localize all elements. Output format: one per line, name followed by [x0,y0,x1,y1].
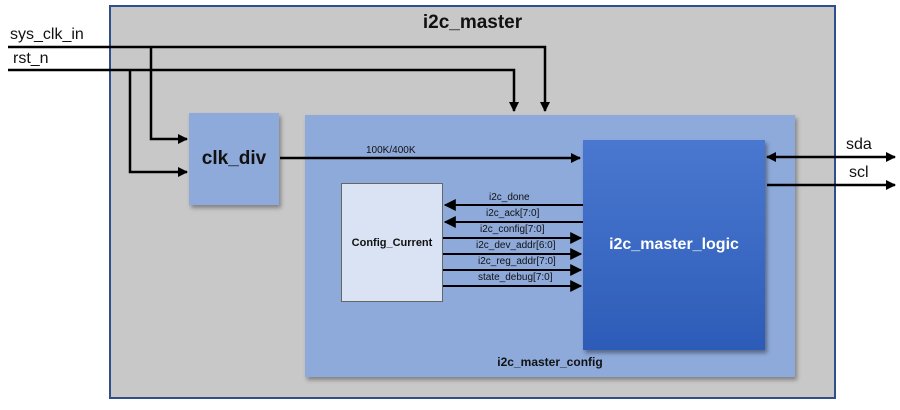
signal-label: i2c_reg_addr[7:0] [478,256,556,267]
rst-n-label: rst_n [13,50,49,67]
clk-to-clkdiv-wire [149,47,188,144]
module-title: i2c_master [422,12,523,33]
signal-label: i2c_done [489,192,530,203]
sys-clk-wire [8,45,550,112]
config-current-label: Config_Current [351,236,433,249]
sda-label: sda [846,136,872,153]
clk-div-label: clk_div [201,148,267,169]
signal-label: state_debug[7:0] [478,272,553,283]
config-block-label: i2c_master_config [497,355,603,369]
rst-to-clkdiv-wire [128,70,188,177]
rst-wire [8,68,519,112]
i2c-master-logic-block: i2c_master_logic [583,140,765,350]
clk-div-block: clk_div [189,113,279,205]
logic-label: i2c_master_logic [609,236,739,253]
config-current-block: Config_Current [341,183,443,302]
sys-clk-in-label: sys_clk_in [10,26,84,43]
clock-rate-label: 100K/400K [366,145,416,156]
signal-label: i2c_config[7:0] [480,224,545,235]
scl-label: scl [849,164,869,181]
signal-label: i2c_dev_addr[6:0] [476,240,556,251]
signal-label: i2c_ack[7:0] [486,208,540,219]
